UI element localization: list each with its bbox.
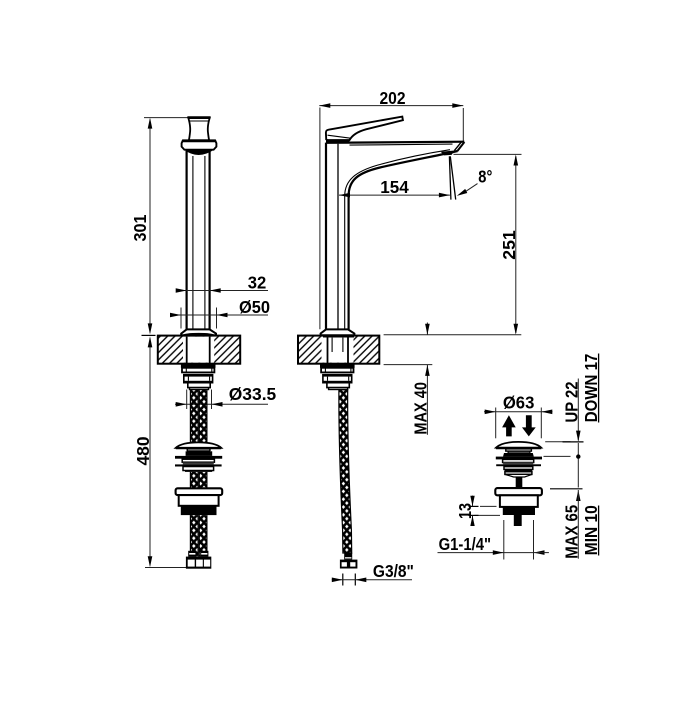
svg-text:G1-1/4": G1-1/4" <box>439 534 492 554</box>
svg-text:MIN 10: MIN 10 <box>581 505 601 555</box>
svg-text:MAX 65: MAX 65 <box>561 505 581 559</box>
svg-text:Ø50: Ø50 <box>239 297 270 317</box>
svg-text:13: 13 <box>455 503 475 519</box>
svg-text:154: 154 <box>380 177 409 197</box>
svg-text:301: 301 <box>130 214 150 241</box>
svg-text:MAX 40: MAX 40 <box>411 382 431 435</box>
svg-text:G3/8": G3/8" <box>373 561 414 581</box>
svg-text:Ø33.5: Ø33.5 <box>229 384 277 404</box>
svg-text:480: 480 <box>133 436 153 465</box>
svg-text:8°: 8° <box>478 167 492 187</box>
svg-text:251: 251 <box>499 230 519 260</box>
svg-text:Ø63: Ø63 <box>503 393 535 413</box>
svg-text:202: 202 <box>380 88 406 108</box>
svg-text:32: 32 <box>248 272 267 292</box>
svg-text:UP 22: UP 22 <box>561 381 581 422</box>
svg-text:DOWN 17: DOWN 17 <box>581 354 601 423</box>
